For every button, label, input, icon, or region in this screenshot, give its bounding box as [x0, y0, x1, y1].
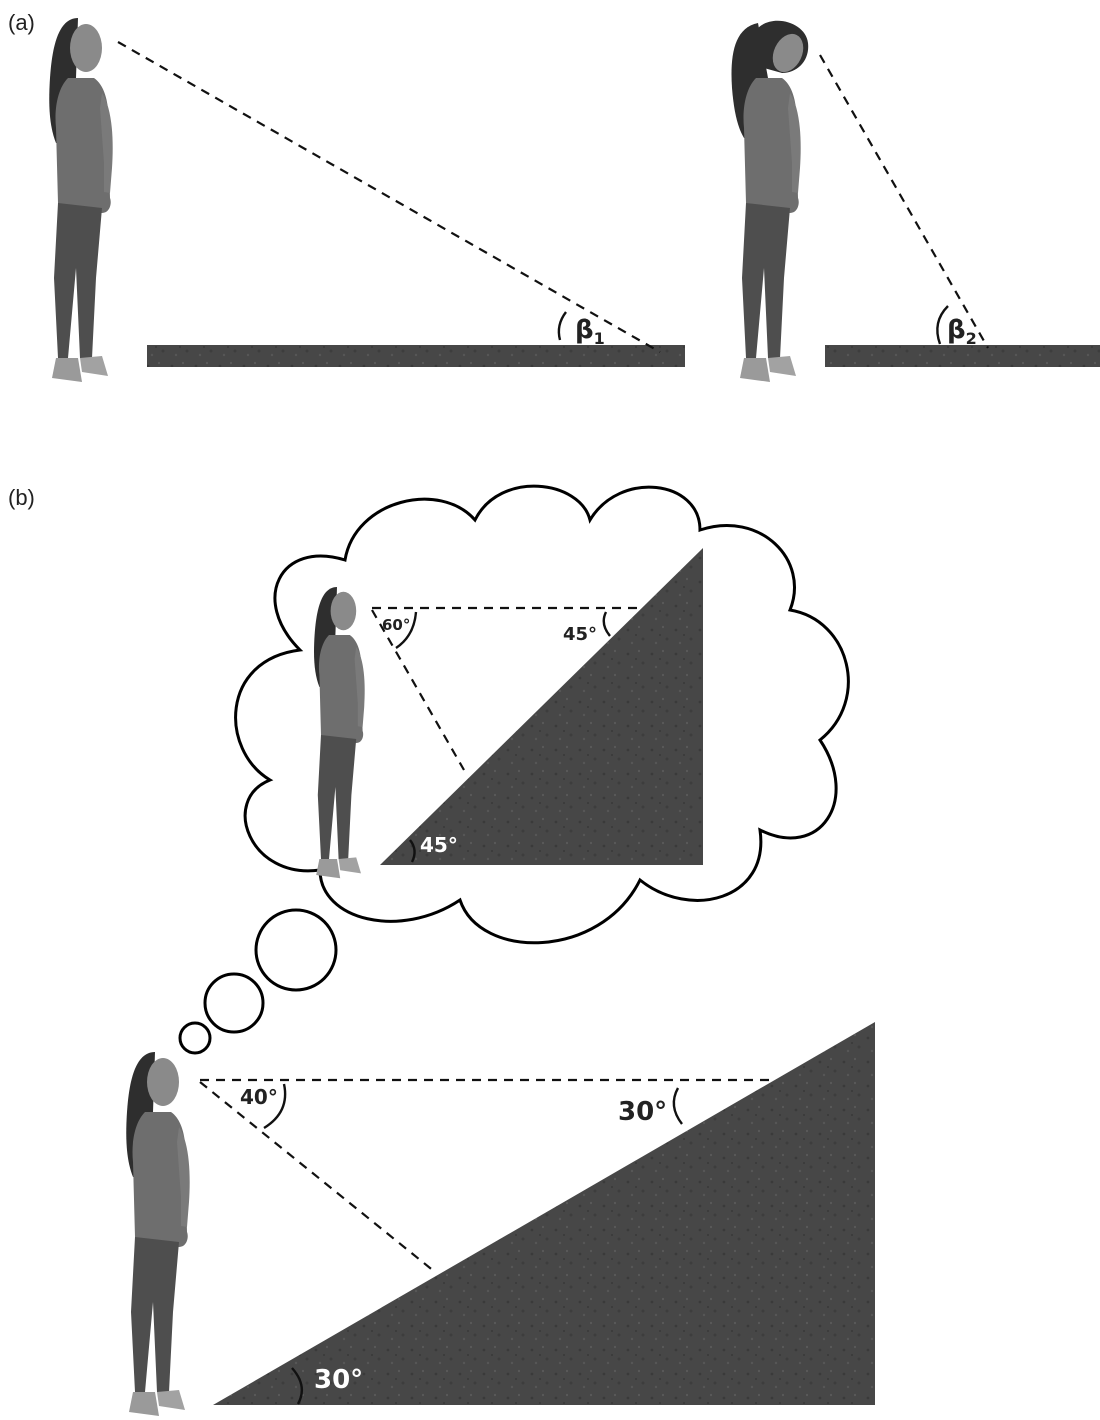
angle-beta2-label: β2 — [947, 315, 977, 348]
angle-arc-45-top — [602, 611, 611, 637]
gaze-angle-40-label: 40° — [240, 1085, 278, 1109]
slope-angle-30-label: 30° — [314, 1365, 363, 1395]
gaze-line-near — [819, 54, 989, 349]
woman-figure-left — [49, 18, 113, 382]
thought-bubble-large — [254, 908, 338, 992]
panel-b-label: (b) — [8, 485, 35, 510]
ground-strip-far — [147, 345, 685, 367]
angle-arc-beta2 — [936, 305, 949, 345]
ground-strip-near — [825, 345, 1100, 367]
far-angle-45-label: 45° — [563, 624, 597, 645]
imagined-slope-45 — [380, 548, 703, 865]
far-angle-30-label: 30° — [618, 1097, 667, 1127]
thought-bubble-medium — [203, 972, 265, 1034]
angle-arc-30-base — [291, 1367, 304, 1405]
gaze-line-actual — [199, 1081, 436, 1273]
angle-arc-30-top — [672, 1087, 683, 1125]
angle-beta1-label: β1 — [575, 315, 605, 348]
panel-a-label: (a) — [8, 10, 35, 35]
angle-arc-60 — [395, 611, 418, 649]
gaze-line-far — [117, 41, 661, 353]
thought-bubble-small — [178, 1021, 212, 1055]
slope-angle-45-label: 45° — [420, 833, 458, 857]
actual-slope-30 — [213, 1022, 875, 1405]
angle-arc-45-base — [409, 839, 416, 863]
angle-arc-beta1 — [557, 311, 567, 341]
angle-arc-40 — [263, 1083, 287, 1130]
woman-figure-actual — [126, 1052, 190, 1416]
woman-figure-right — [731, 20, 810, 382]
gaze-angle-60-label: 60° — [382, 616, 410, 634]
